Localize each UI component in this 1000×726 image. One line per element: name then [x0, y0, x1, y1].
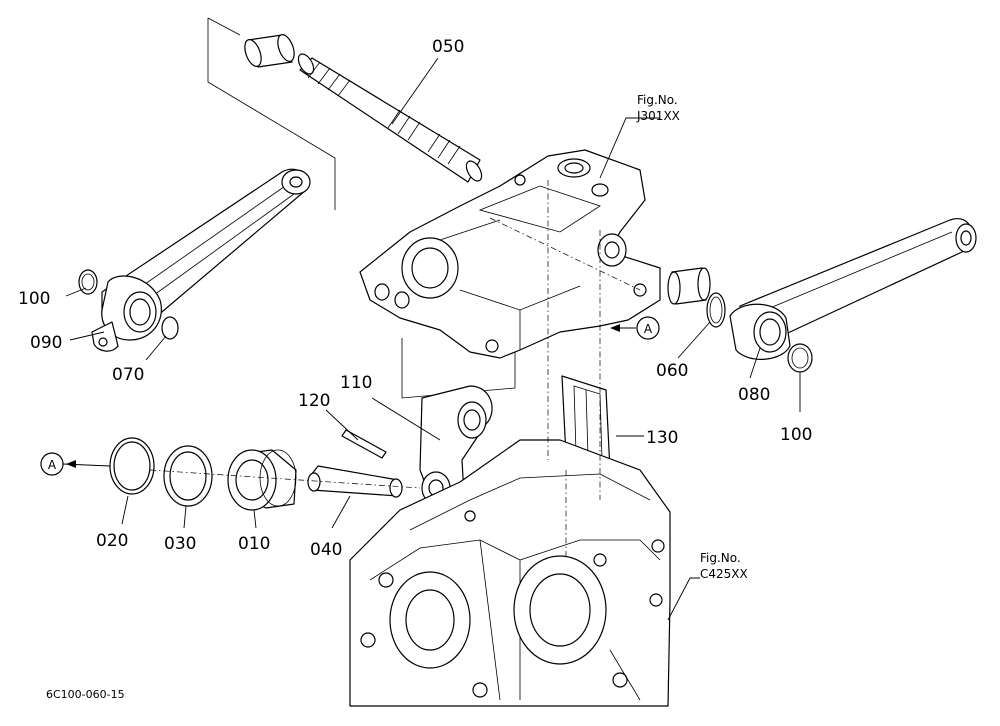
label-080: 080: [738, 385, 770, 405]
label-020: 020: [96, 531, 128, 551]
label-090: 090: [30, 333, 62, 353]
o-ring-070: [161, 316, 179, 340]
view-arrow-a-left: A: [40, 452, 111, 476]
label-050: 050: [432, 37, 464, 57]
snap-ring-right: [787, 343, 813, 373]
label-060: 060: [656, 361, 688, 381]
bushing-right: [667, 267, 711, 305]
fig-ref-lower: Fig.No. C425XX: [700, 551, 748, 581]
spring-pin: [341, 429, 387, 459]
center-lines: [149, 180, 641, 560]
label-100-left: 100: [18, 289, 50, 309]
lift-arm-right: [729, 218, 977, 360]
view-marker-right: A: [644, 322, 653, 336]
view-marker-left: A: [48, 458, 57, 472]
drawing-code: 6C100-060-15: [46, 688, 125, 701]
fig-ref-upper-line1: Fig.No.: [637, 93, 678, 107]
fig-ref-lower-line1: Fig.No.: [700, 551, 741, 565]
label-040: 040: [310, 540, 342, 560]
lift-arm-left: [91, 168, 311, 352]
label-110: 110: [340, 373, 372, 393]
lift-shaft: [297, 53, 483, 183]
label-030: 030: [164, 534, 196, 554]
label-100-right: 100: [780, 425, 812, 445]
label-130: 130: [646, 428, 678, 448]
snap-ring-left: [78, 269, 98, 295]
piston-010: [227, 449, 297, 511]
backup-ring-030: [163, 445, 213, 507]
transmission-case: [349, 439, 671, 707]
lift-lever: [419, 385, 493, 508]
label-120: 120: [298, 391, 330, 411]
part-labels: 050 100 090 070 060 080 100 110 120 130 …: [18, 37, 812, 560]
bushing-upper: [244, 34, 295, 68]
leader-lines: [65, 57, 801, 621]
phantom-box-upper: [207, 17, 336, 210]
cylinder-case: [359, 149, 661, 359]
fig-ref-upper: Fig.No. J301XX: [636, 93, 680, 123]
piston-rod: [307, 465, 403, 498]
fig-ref-lower-line2: C425XX: [700, 567, 748, 581]
o-ring-020: [109, 437, 155, 495]
o-ring-060: [706, 292, 726, 328]
fig-ref-upper-line2: J301XX: [636, 109, 680, 123]
view-arrow-a-right: A: [610, 316, 660, 340]
label-070: 070: [112, 365, 144, 385]
label-010: 010: [238, 534, 270, 554]
